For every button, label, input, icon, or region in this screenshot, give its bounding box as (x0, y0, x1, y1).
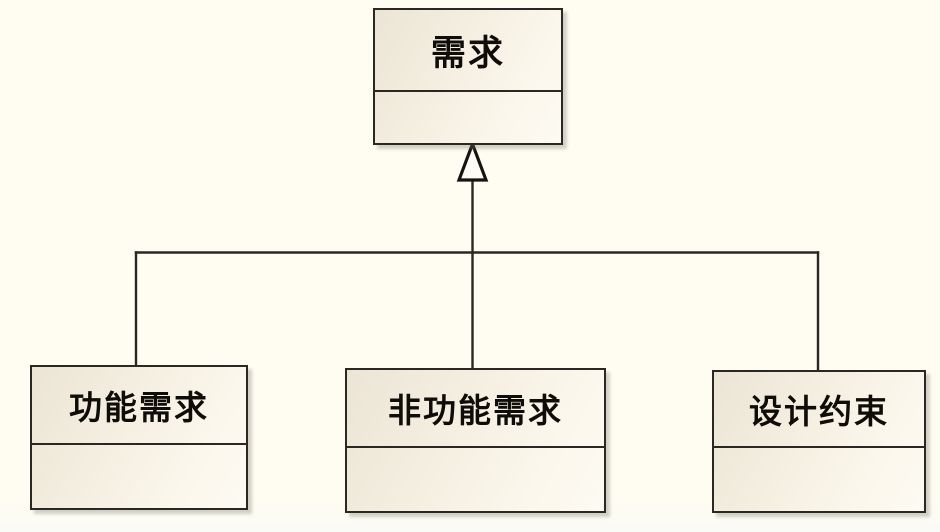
class-name-design-constraint: 设计约束 (714, 372, 924, 448)
class-name-nonfunctional-requirement: 非功能需求 (347, 370, 604, 448)
class-attributes-nonfunctional-requirement (347, 448, 604, 511)
class-attributes-requirement (375, 92, 561, 143)
class-node-requirement[interactable]: 需求 (373, 8, 563, 145)
class-node-functional-requirement[interactable]: 功能需求 (30, 365, 248, 510)
class-node-nonfunctional-requirement[interactable]: 非功能需求 (345, 368, 606, 513)
class-name-functional-requirement: 功能需求 (32, 367, 246, 445)
class-node-design-constraint[interactable]: 设计约束 (712, 370, 926, 513)
class-name-requirement: 需求 (375, 10, 561, 92)
class-attributes-functional-requirement (32, 445, 246, 508)
class-attributes-design-constraint (714, 448, 924, 511)
generalization-arrowhead-icon (456, 139, 489, 182)
